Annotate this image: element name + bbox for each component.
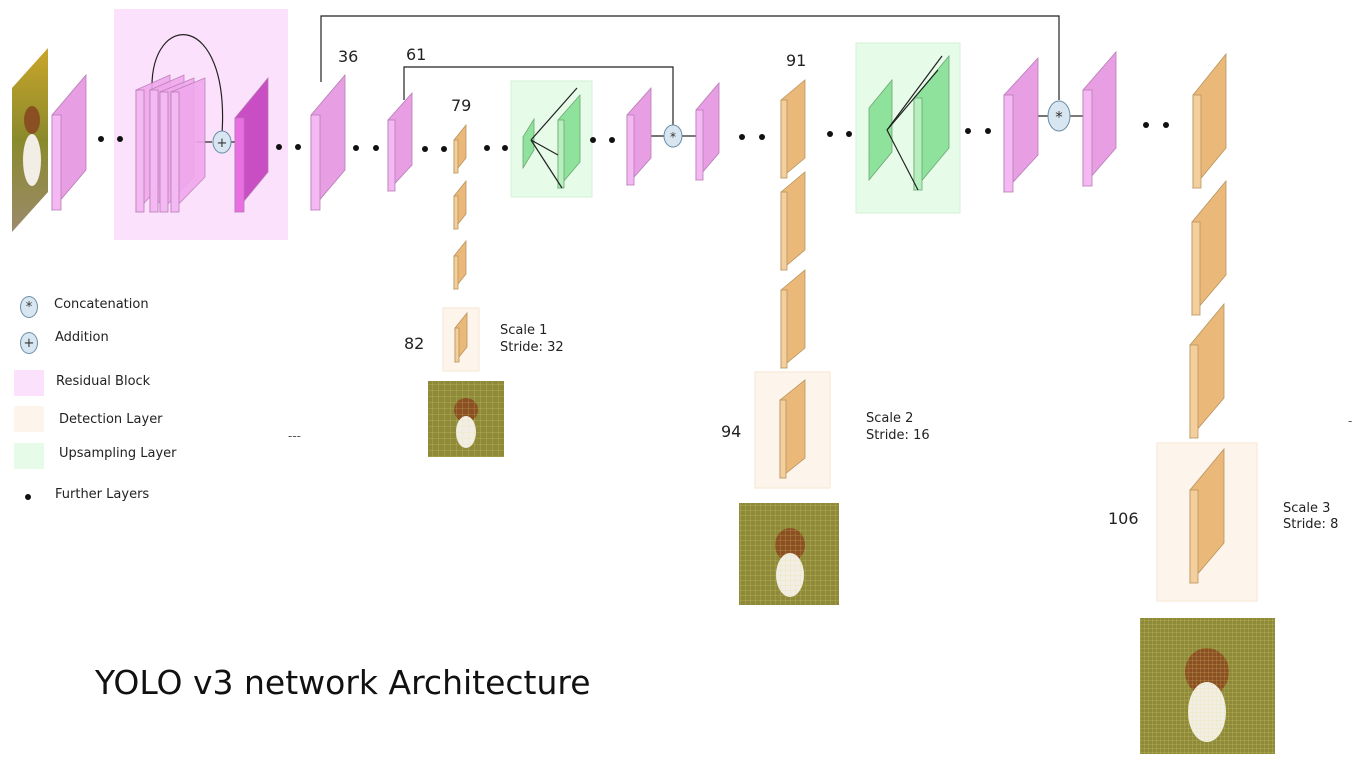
layer-36 bbox=[310, 73, 346, 212]
svg-text:*: * bbox=[1055, 108, 1063, 126]
legend-addition: Addition bbox=[55, 330, 109, 345]
input-image bbox=[12, 48, 48, 232]
concatenation-symbol-1: * bbox=[663, 124, 683, 148]
skip-connections bbox=[151, 15, 1084, 143]
layer-number-79: 79 bbox=[451, 96, 472, 115]
layer-number-36: 36 bbox=[338, 47, 359, 66]
layer-82 bbox=[454, 311, 468, 364]
layer-pink-after-up1 bbox=[626, 86, 652, 187]
legend-upsampling-layer: Upsampling Layer bbox=[59, 446, 177, 461]
output-image-scale-3 bbox=[1140, 618, 1275, 754]
detection-layer-swatch bbox=[14, 406, 44, 432]
output-image-scale-2 bbox=[739, 503, 839, 605]
svg-text:*: * bbox=[670, 130, 676, 144]
skip-connection-61 bbox=[403, 66, 674, 126]
scale-2-label: Scale 2 bbox=[866, 411, 914, 426]
upsample-1 bbox=[522, 87, 581, 190]
addition-icon: + bbox=[20, 332, 38, 354]
legend-detection-layer: Detection Layer bbox=[59, 412, 163, 427]
residual-layers bbox=[51, 50, 1117, 214]
layer-number-61: 61 bbox=[406, 45, 427, 64]
layer-number-106: 106 bbox=[1108, 509, 1139, 528]
scale-3-stride: Stride: 8 bbox=[1283, 517, 1339, 532]
detection-layers bbox=[453, 52, 1227, 585]
legend-residual-block: Residual Block bbox=[56, 374, 151, 389]
concatenation-icon: * bbox=[20, 296, 38, 318]
residual-block-swatch bbox=[14, 370, 44, 396]
layer-pink-1 bbox=[51, 73, 87, 212]
layer-pink-before-concat2 bbox=[1003, 56, 1039, 194]
legend-further-layers: Further Layers bbox=[55, 487, 150, 502]
svg-text:+: + bbox=[217, 136, 228, 151]
stray-tick: - bbox=[1348, 414, 1353, 428]
layer-79 bbox=[453, 123, 467, 175]
layer-number-82: 82 bbox=[404, 334, 425, 353]
further-layers-icon bbox=[25, 494, 31, 500]
layer-94 bbox=[779, 379, 806, 479]
layer-106 bbox=[1189, 447, 1225, 585]
layer-pink-after-concat1 bbox=[695, 81, 720, 182]
upsampling-layers bbox=[522, 54, 950, 192]
legend-concatenation: Concatenation bbox=[54, 297, 149, 312]
scale-2-stride: Stride: 16 bbox=[866, 428, 930, 443]
layer-number-91: 91 bbox=[786, 51, 807, 70]
scale-3-label: Scale 3 bbox=[1283, 501, 1331, 516]
layer-91 bbox=[780, 79, 806, 179]
residual-skip-arc bbox=[151, 34, 224, 135]
further-layer-dots bbox=[98, 122, 1169, 152]
diagram-title: YOLO v3 network Architecture bbox=[95, 663, 591, 702]
output-image-scale-1 bbox=[428, 381, 504, 457]
scale-1-label: Scale 1 bbox=[500, 323, 548, 338]
stray-dashes: --- bbox=[288, 429, 301, 443]
layer-orange-top bbox=[1192, 52, 1227, 190]
upsample-2 bbox=[868, 54, 950, 192]
addition-symbol: + bbox=[212, 130, 232, 154]
scale-1-stride: Stride: 32 bbox=[500, 340, 564, 355]
layer-pink-after-concat2 bbox=[1082, 50, 1117, 188]
upsampling-layer-swatch bbox=[14, 443, 44, 469]
layer-res-d bbox=[170, 77, 206, 213]
layer-number-94: 94 bbox=[721, 422, 742, 441]
layer-61 bbox=[387, 91, 413, 193]
skip-connection-36 bbox=[320, 15, 1060, 100]
concatenation-symbol-2: * bbox=[1047, 100, 1071, 132]
layer-res-dark bbox=[234, 76, 269, 214]
